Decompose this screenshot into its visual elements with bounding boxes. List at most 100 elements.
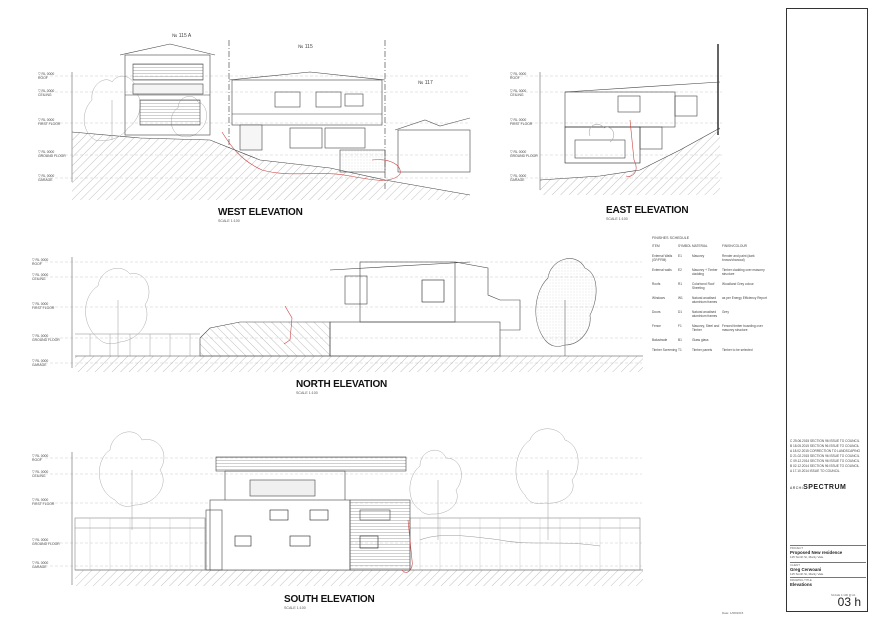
schedule-col-symbol: SYMBOL: [678, 244, 692, 248]
schedule-col-item: ITEM: [652, 244, 660, 248]
revision-row: A 17.10.2014 ISSUE TO COUNCIL: [790, 469, 840, 473]
revision-list: C 25.06.2015 SECTION 96 ISSUE TO COUNCIL…: [790, 439, 866, 474]
cell: Timber Screening: [652, 348, 678, 352]
revision-row: B 02.12.2014 SECTION 96 ISSUE TO COUNCIL: [790, 464, 860, 468]
project-label: PROJECT: [790, 546, 804, 550]
address-115a: № 115 A: [172, 33, 192, 39]
cell: Roofs: [652, 282, 661, 286]
north-elevation-scale: SCALE 1:100: [296, 391, 318, 395]
cell: Render and paint (dark brown/charcoal): [722, 254, 755, 262]
schedule-header-row: ITEM SYMBOL MATERIAL FINISH/COLOUR: [652, 244, 772, 248]
cell: Fenced timber boarding over masonry stru…: [722, 324, 763, 332]
east-elevation-scale: SCALE 1:100: [606, 217, 628, 221]
south-elevation-title: SOUTH ELEVATION: [284, 594, 375, 605]
cell: Glass glass: [692, 338, 709, 342]
cell: Timber to be selected: [722, 348, 753, 352]
schedule-row: External walls E2 Masonry + Timber claddin…: [652, 268, 772, 276]
cell: Masonry: [692, 254, 705, 258]
cell: External walls: [652, 268, 672, 272]
south-elevation-scale: SCALE 1:100: [284, 606, 306, 610]
revision-row: B 18.05.2015 SECTION 96 ISSUE TO COUNCIL: [790, 444, 860, 448]
sheet-number: 03 h: [837, 595, 861, 609]
firm-logo: ARCHISPECTRUM: [790, 484, 866, 491]
cell: Windows: [652, 296, 665, 300]
south-elevation: [40, 428, 643, 586]
cell: Natural anodised aluminium frames: [692, 310, 718, 318]
cell: R1: [678, 282, 683, 286]
cell: W1: [678, 296, 683, 300]
cell: E1: [678, 254, 682, 258]
footer-date: Date: 1/08/2015: [722, 611, 753, 615]
cell: Natural anodised aluminium frames: [692, 296, 718, 304]
cell: Doors: [652, 310, 661, 314]
north-elevation-title: NORTH ELEVATION: [296, 379, 388, 390]
revision-row: A 18.02.2015 CORRECTION TO LANDSCAPING: [790, 449, 861, 453]
cell: B1: [678, 338, 682, 342]
cell: Colorbond Roof Sheeting: [692, 282, 715, 290]
client-address: 115 Smith St, Manly Vale: [790, 572, 824, 576]
project-name: Proposed New residence: [790, 550, 843, 555]
cell: T1: [678, 348, 682, 352]
date-text: Date: 1/08/2015: [722, 611, 744, 615]
schedule-row: Roofs R1 Colorbond Roof Sheeting Woodland G…: [652, 282, 772, 290]
cell: E2: [678, 268, 682, 272]
west-elevation-title: WEST ELEVATION: [218, 207, 303, 218]
schedule-row: Windows W1 Natural anodised aluminium fram…: [652, 296, 772, 304]
cell: Woodland Grey colour: [722, 282, 754, 286]
client-name: Greg Cerwoani: [790, 567, 822, 572]
address-115: № 115: [298, 44, 313, 50]
project-field: PROJECT Proposed New residence 115 Smith…: [790, 545, 866, 559]
schedule-heading: FINISHES SCHEDULE: [652, 236, 690, 240]
cell: Fence: [652, 324, 661, 328]
cell: Grey: [722, 310, 729, 314]
drawing-title: Elevations: [790, 582, 812, 587]
east-elevation-title: EAST ELEVATION: [606, 205, 689, 216]
cell: D1: [678, 310, 683, 314]
project-address: 115 Smith St, Manly Vale: [790, 555, 824, 559]
cell: Masonry + Timber cladding: [692, 268, 718, 276]
west-elevation-scale: SCALE 1:100: [218, 219, 240, 223]
schedule-col-material: MATERIAL: [692, 244, 708, 248]
drawing-scale: SCALE 1:100 @ A1: [831, 593, 856, 597]
address-117: № 117: [418, 80, 433, 86]
revision-row: C 09.12.2014 SECTION 96 ISSUE TO COUNCIL: [790, 459, 860, 463]
schedule-col-finish: FINISH/COLOUR: [722, 244, 747, 248]
revision-row: D 21.02.2015 SECTION 96 ISSUE TO COUNCIL: [790, 454, 860, 458]
cell: as per Energy Efficiency Report: [722, 296, 767, 300]
cell: [722, 338, 772, 342]
client-field: CLIENT Greg Cerwoani 115 Smith St, Manly…: [790, 562, 866, 576]
cell: F1: [678, 324, 682, 328]
cell: Timber panels: [692, 348, 713, 352]
title-block: C 25.06.2015 SECTION 96 ISSUE TO COUNCIL…: [786, 8, 868, 612]
east-elevation: [510, 44, 722, 195]
cell: Timber cladding over masonry structure: [722, 268, 765, 276]
revision-row: C 25.06.2015 SECTION 96 ISSUE TO COUNCIL: [790, 439, 860, 443]
client-label: CLIENT: [790, 563, 800, 567]
logo-prefix: ARCHI: [790, 486, 804, 490]
drawing-label: DRAWING TITLE: [790, 578, 812, 582]
